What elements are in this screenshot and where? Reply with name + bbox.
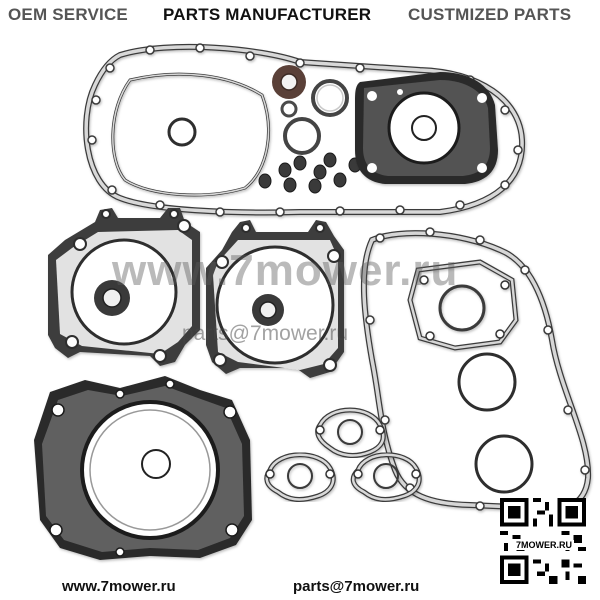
watermark-site: www.7mower.ru: [112, 246, 459, 295]
footer-email: parts@7mower.ru: [293, 578, 420, 595]
o-ring-center: [316, 84, 344, 112]
top-banner: OEM SERVICE PARTS MANUFACTURER CUSTMIZED…: [0, 0, 600, 30]
exhaust-gasket-2: [264, 452, 336, 502]
head-gasket-top: [355, 72, 498, 184]
parts-manufacturer-label: PARTS MANUFACTURER: [163, 5, 372, 24]
qr-label: 7MOWER.RU: [514, 540, 574, 550]
large-o-ring: [457, 352, 517, 412]
o-ring-small: [167, 117, 197, 147]
seal-on-middle-gasket: [252, 294, 284, 326]
water-pump-gasket: [407, 259, 519, 351]
head-gasket-main: [34, 376, 252, 560]
o-ring-medium: [311, 79, 349, 117]
exhaust-gasket-3: [350, 452, 422, 502]
large-o-ring-2: [474, 434, 534, 494]
exhaust-gasket-1: [315, 407, 386, 458]
o-ring-medium-2: [283, 117, 321, 155]
oem-service-label: OEM SERVICE: [8, 5, 128, 24]
valve-stem-seals: [258, 152, 362, 194]
watermark-email: parts@7mower.ru: [182, 322, 349, 345]
seal-on-left-gasket: [94, 280, 130, 316]
oil-seal-brown: [272, 65, 306, 99]
footer-website: www.7mower.ru: [62, 578, 176, 595]
clutch-cover-gasket: [83, 43, 526, 217]
bottom-banner: www.7mower.ru parts@7mower.ru: [0, 572, 600, 600]
small-washer: [280, 100, 298, 118]
gasket-kit-photo: [34, 43, 592, 560]
customized-parts-label: CUSTMIZED PARTS: [408, 5, 572, 24]
